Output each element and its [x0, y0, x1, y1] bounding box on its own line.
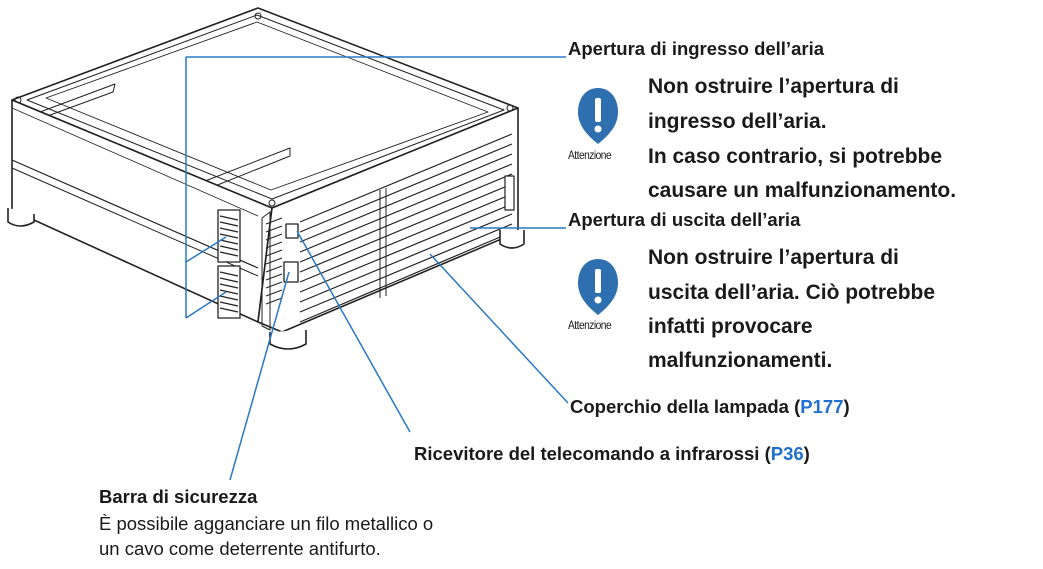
intake-warning-line-3: In caso contrario, si potrebbe — [648, 145, 943, 168]
leader-lines — [185, 56, 569, 481]
attention-label-outlet: Attenzione — [568, 318, 612, 332]
ir-receiver-page-link[interactable]: P36 — [770, 443, 804, 464]
leader-security-bar — [229, 271, 290, 481]
security-bar-desc-line-2: un cavo come deterrente antifurto. — [99, 538, 381, 559]
outlet-warning-line-4: malfunzionamenti. — [648, 349, 833, 372]
attention-label-intake: Attenzione — [568, 148, 612, 162]
outlet-warning-line-2: uscita dell’aria. Ciò potrebbe — [648, 281, 936, 304]
outlet-warning-line-1: Non ostruire l’apertura di — [648, 246, 899, 269]
outlet-warning-line-3: infatti provocare — [648, 315, 813, 338]
intake-warning-line-2: ingresso dell’aria. — [648, 110, 827, 133]
leader-intake-lower — [185, 291, 227, 319]
exclamation-icon — [578, 88, 618, 144]
ir-receiver-label: Ricevitore del telecomando a infrarossi … — [414, 443, 810, 464]
outlet-label: Apertura di uscita dell’aria — [568, 209, 801, 230]
security-bar-desc-line-1: È possibile agganciare un filo metallico… — [99, 513, 434, 534]
leader-lamp-cover — [429, 253, 569, 404]
security-bar-title: Barra di sicurezza — [99, 486, 258, 507]
intake-label: Apertura di ingresso dell’aria — [568, 38, 824, 59]
projector-illustration — [7, 7, 525, 350]
leader-intake-upper — [185, 236, 227, 263]
intake-warning-line-4: causare un malfunzionamento. — [648, 179, 957, 202]
intake-warning-line-1: Non ostruire l’apertura di — [648, 75, 899, 98]
leader-ir-receiver — [296, 230, 411, 433]
lamp-cover-label: Coperchio della lampada (P177) — [570, 396, 850, 417]
exclamation-icon — [578, 259, 618, 315]
lamp-cover-page-link[interactable]: P177 — [800, 396, 844, 417]
